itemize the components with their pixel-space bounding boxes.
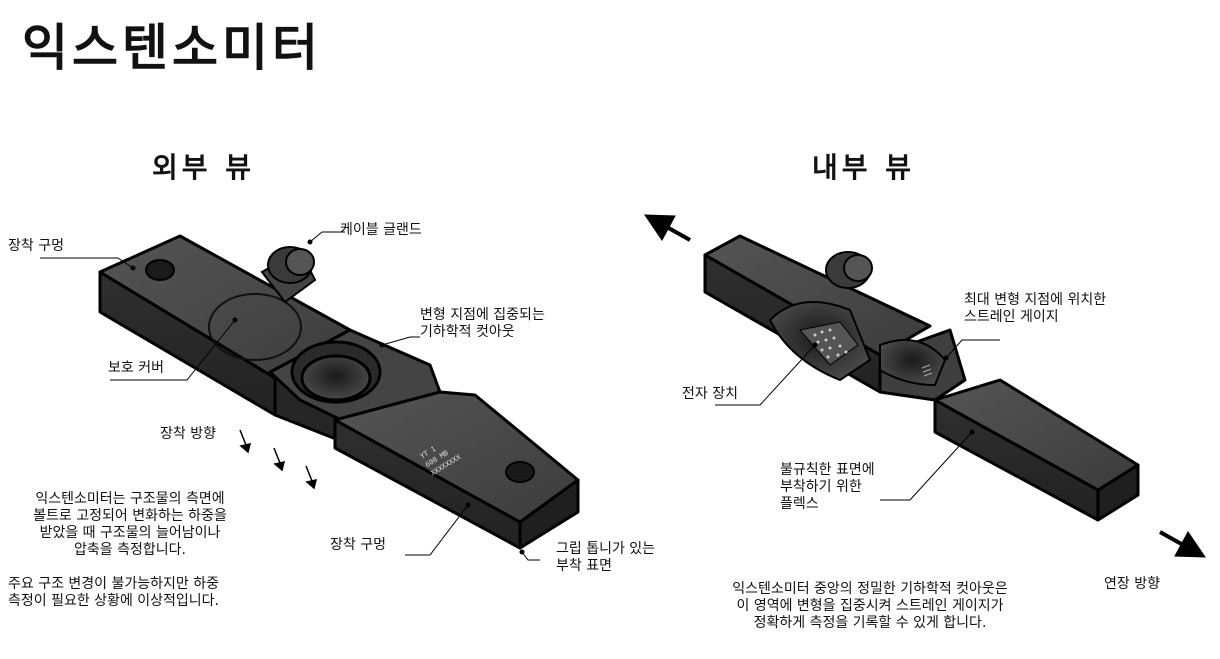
extension-direction-arrows [644, 214, 1206, 558]
mounting-hole-bottom-shape [505, 461, 535, 483]
external-device [98, 234, 580, 550]
mounting-hole-top-shape [145, 259, 175, 281]
label-flex-line-2: 부착하기 위한 [780, 479, 862, 495]
label-electronics: 전자 장치 [682, 386, 738, 402]
leader-flex [880, 431, 973, 501]
external-description: 익스텐소미터는 구조물의 측면에 볼트로 고정되어 변화하는 하중을 받았을 때… [0, 491, 260, 559]
external-description-line-4: 압축을 측정합니다. [74, 542, 186, 558]
external-usage-note: 주요 구조 변경이 불가능하지만 하중 측정이 필요한 상황에 이상적입니다. [8, 576, 219, 610]
label-mounting-hole-bottom: 장착 구멍 [330, 537, 386, 553]
leader-mounting-hole-bottom [405, 504, 469, 556]
label-mounting-hole-top: 장착 구멍 [8, 238, 64, 254]
leader-cutout [381, 336, 420, 346]
label-cutout-line-2: 기하학적 컷아웃 [420, 324, 515, 340]
label-grip-surface-line-1: 그립 톱니가 있는 [556, 541, 656, 557]
protective-cover-outline [208, 293, 302, 361]
external-usage-line-2: 측정이 필요한 상황에 이상적입니다. [8, 593, 219, 609]
external-description-line-1: 익스텐소미터는 구조물의 측면에 [35, 491, 225, 507]
leader-grip-surface [521, 551, 540, 561]
internal-cable-gland-shape [825, 251, 873, 289]
label-extension-direction: 연장 방향 [1104, 576, 1160, 592]
label-cutout-line-1: 변형 지점에 집중되는 [420, 307, 545, 323]
leader-strain-gauge [945, 339, 1000, 359]
external-usage-line-1: 주요 구조 변경이 불가능하지만 하중 [8, 576, 219, 592]
cable-gland-shape [260, 246, 317, 304]
label-protective-cover: 보호 커버 [108, 360, 164, 376]
label-strain-gauge-line-2: 스트레인 게이지 [964, 309, 1059, 325]
label-grip-surface-line-2: 부착 표면 [556, 558, 612, 574]
leader-mounting-hole-top [40, 257, 134, 269]
internal-view-heading: 내부 뷰 [812, 151, 916, 184]
leader-protective-cover [110, 319, 236, 381]
label-flex-line-1: 불규칙한 표면에 [780, 462, 875, 478]
internal-description-line-1: 익스텐소미터 중앙의 정밀한 기하학적 컷아웃은 [732, 581, 1008, 597]
internal-description: 익스텐소미터 중앙의 정밀한 기하학적 컷아웃은 이 영역에 변형을 집중시켜 … [690, 581, 1050, 632]
label-flex-line-3: 플렉스 [780, 496, 819, 512]
external-description-line-3: 받았을 때 구조물의 늘어남이나 [39, 525, 221, 541]
label-cable-gland: 케이블 글랜드 [340, 222, 422, 238]
label-mounting-direction: 장착 방향 [160, 426, 216, 442]
external-cutout [290, 340, 382, 404]
mounting-direction-arrows [239, 429, 318, 490]
page-title: 익스텐소미터 [22, 19, 322, 77]
external-description-line-2: 볼트로 고정되어 변화하는 하중을 [33, 508, 227, 524]
leader-cable-gland [309, 231, 345, 243]
label-strain-gauge-line-1: 최대 변형 지점에 위치한 [964, 292, 1107, 308]
external-view-heading: 외부 뷰 [152, 151, 256, 184]
internal-description-line-2: 이 영역에 변형을 집중시켜 스트레인 게이지가 [736, 598, 1004, 614]
leader-electronics [715, 344, 816, 406]
internal-description-line-3: 정확하게 측정을 기록할 수 있게 합니다. [753, 615, 987, 631]
electronics-board [799, 321, 859, 366]
strain-gauge-shape [921, 364, 933, 377]
